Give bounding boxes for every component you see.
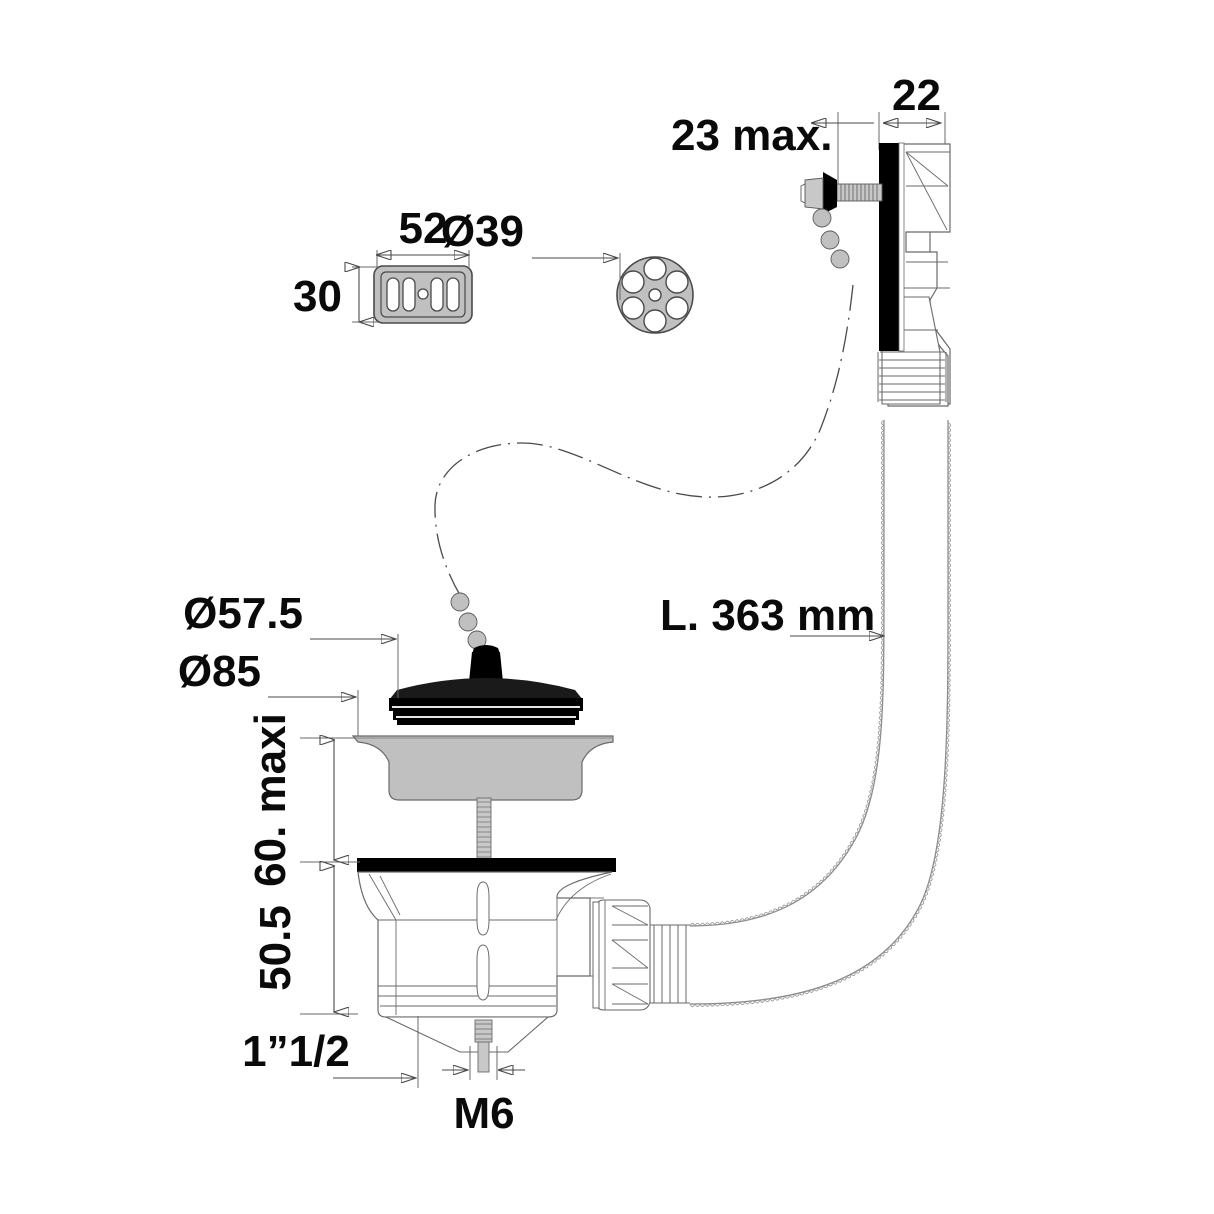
dim-label-plug-top-diameter: Ø57.5 [183, 589, 303, 638]
dim-label-plug-flange-diameter: Ø85 [178, 647, 261, 696]
hose-scallop-row [689, 422, 952, 1008]
overflow-hose-collar [877, 351, 947, 402]
hose-scallop-row [689, 419, 885, 927]
dim-label-grate-height: 30 [293, 272, 342, 321]
plug-stud-cap [472, 645, 500, 654]
overflow-flange-gap [898, 142, 905, 352]
dim-label-grate-width: 52 [399, 204, 448, 253]
plug-stud [469, 652, 503, 682]
strainer-basket [351, 735, 614, 801]
strainer-threaded-rod [476, 797, 492, 866]
hose-fill [690, 420, 948, 1004]
dim-label-hose-length: L. 363 mm [660, 591, 875, 640]
rubber-plug [389, 645, 583, 725]
overflow-inner-lines [892, 151, 950, 289]
chain-dash-dot-path [434, 284, 854, 606]
corrugated-overflow-hose [689, 419, 952, 1008]
dim-label-strainer-height-max: 60. maxi [246, 713, 295, 887]
overflow-fitting [800, 112, 951, 407]
waste-body [357, 871, 613, 1053]
m6-bolt [474, 1019, 493, 1073]
plug-groove-2 [396, 716, 576, 718]
dim-label-outlet-thread: 1”1/2 [242, 1027, 350, 1076]
dim-group-hose-length: L. 363 mm [660, 591, 884, 640]
hose-nut [592, 899, 651, 1011]
grate-slots [386, 277, 460, 312]
round-filter-disc-d39: Ø39 [441, 207, 694, 334]
overflow-flange-plate [879, 143, 902, 351]
dim-group-d57-5: Ø57.5 [183, 589, 399, 698]
dim-group-m6: M6 [442, 1046, 525, 1138]
seal-washer [357, 858, 616, 872]
dim-label-filter-diameter: Ø39 [441, 207, 524, 256]
hose-corrugation-texture [689, 419, 952, 1008]
overflow-screw [800, 172, 883, 214]
dim-group-d85: Ø85 [178, 647, 359, 742]
dim-group-outlet-thread: 1”1/2 [242, 1016, 419, 1088]
plug-ring-3 [397, 718, 575, 725]
strainer-basket-body [351, 735, 614, 801]
grate-center-hole [417, 288, 429, 300]
dim-label-overflow-clearance: 23 max. [671, 111, 832, 160]
plug-ring-2 [393, 709, 579, 720]
dim-group-60-maxi: 60. maxi [246, 713, 360, 887]
filter-disc-holes [621, 257, 689, 333]
hose-collar-corrugation [650, 924, 690, 1004]
dim-label-bolt-thread: M6 [453, 1089, 514, 1138]
plug-groove-1 [392, 706, 580, 708]
rectangular-grate-52x30: 52 30 [293, 204, 473, 323]
bead-chain-top [812, 208, 850, 269]
dim-label-body-height: 50.5 [251, 905, 300, 991]
plug-top-cone [389, 678, 583, 700]
dim-label-overflow-thickness: 22 [892, 71, 941, 120]
dim-group-50-5: 50.5 [251, 866, 358, 1014]
bead-chain-plug [450, 592, 487, 650]
hose-edge-inner-stroke [689, 420, 885, 927]
